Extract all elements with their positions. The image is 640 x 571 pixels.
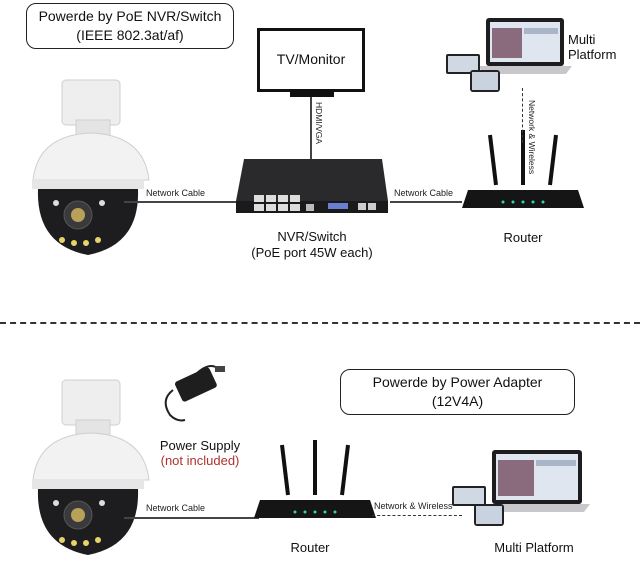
poe-title-line2: (IEEE 802.3at/af) xyxy=(76,27,184,43)
adapter-title-line2: (12V4A) xyxy=(431,393,484,409)
power-supply-label-line2: (not included) xyxy=(160,453,240,468)
multi-platform-top-label-line1: Multi xyxy=(568,32,596,47)
network-cable-left-label: Network Cable xyxy=(146,188,206,198)
adapter-title-line1: Powerde by Power Adapter xyxy=(372,374,543,390)
section-divider xyxy=(0,322,640,324)
ptz-camera-bottom xyxy=(32,379,150,555)
adapter-title-box: Powerde by Power Adapter (12V4A) xyxy=(340,369,575,415)
power-supply-icon xyxy=(164,365,225,422)
poe-title-box: Powerde by PoE NVR/Switch (IEEE 802.3at/… xyxy=(26,3,234,49)
hdmi-label: HDMI/VGA xyxy=(314,102,324,145)
tv-monitor-label: TV/Monitor xyxy=(276,51,346,67)
network-cable-right-label: Network Cable xyxy=(394,188,454,198)
tv-stand xyxy=(290,92,334,97)
hdmi-line xyxy=(310,97,312,160)
network-cable-bottom-label: Network Cable xyxy=(146,503,206,513)
network-wireless-top-label: Network & Wireless xyxy=(527,100,537,175)
network-cable-left xyxy=(124,201,236,203)
nvr-switch xyxy=(236,159,388,213)
router-top-label: Router xyxy=(503,230,543,245)
nvr-label-line2: (PoE port 45W each) xyxy=(251,245,373,260)
router-bottom-label: Router xyxy=(290,540,330,555)
tv-monitor: TV/Monitor xyxy=(257,28,365,92)
network-cable-bottom xyxy=(124,517,259,519)
nvr-label-line1: NVR/Switch xyxy=(277,229,347,244)
power-supply-label-line1: Power Supply xyxy=(159,438,241,453)
ptz-camera-top xyxy=(32,79,150,255)
router-top xyxy=(462,130,584,208)
multi-platform-top xyxy=(446,18,572,92)
multi-platform-bottom xyxy=(452,450,590,526)
multi-platform-top-label-line2: Platform xyxy=(568,47,617,62)
router-bottom xyxy=(254,440,376,518)
multi-platform-bottom-label: Multi Platform xyxy=(494,540,574,555)
network-cable-right xyxy=(390,201,462,203)
network-wireless-bottom-label: Network & Wireless xyxy=(374,501,453,511)
network-wireless-top-line xyxy=(522,88,523,143)
poe-title-line1: Powerde by PoE NVR/Switch xyxy=(38,8,222,24)
network-wireless-bottom-line xyxy=(372,515,462,516)
